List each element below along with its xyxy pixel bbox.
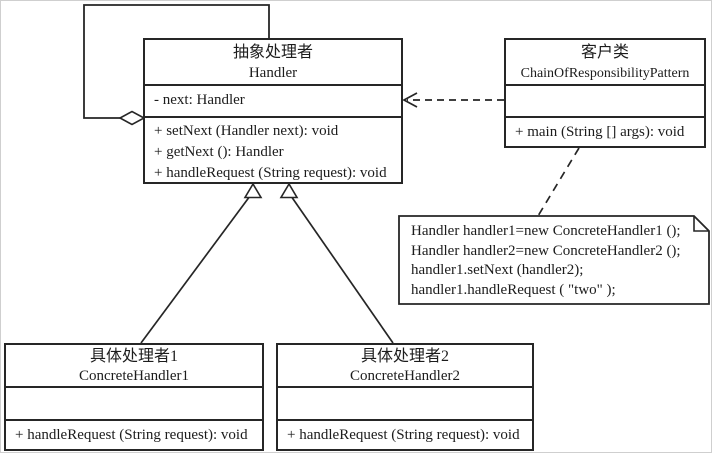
class-title-cn: 具体处理者1 <box>89 348 178 365</box>
uml-note-code: Handler handler1=new ConcreteHandler1 ()… <box>411 222 703 302</box>
attribute-next: - next: Handler <box>154 92 245 108</box>
attributes-section-concretehandler2 <box>278 388 532 421</box>
class-title-client: 客户类 ChainOfResponsibilityPattern <box>506 40 704 86</box>
class-title-cn: 客户类 <box>580 44 629 61</box>
generalization-triangle-icon-2 <box>279 182 299 199</box>
note-line-1: Handler handler1=new ConcreteHandler1 ()… <box>411 223 681 239</box>
class-title-en: ConcreteHandler2 <box>350 368 460 384</box>
generalization-line-1 <box>140 195 251 344</box>
class-box-concretehandler2: 具体处理者2 ConcreteHandler2 + handleRequest … <box>276 343 534 451</box>
note-line-4: handler1.handleRequest ( "two" ); <box>411 281 616 298</box>
note-line-3: handler1.setNext (handler2); <box>411 262 584 278</box>
note-anchor-dashed-line <box>537 147 580 217</box>
method-getnext: + getNext (): Handler <box>154 144 284 160</box>
method-handlerequest: + handleRequest (String request): void <box>15 427 248 443</box>
methods-section-handler: + setNext (Handler next): void + getNext… <box>145 118 401 182</box>
class-box-concretehandler1: 具体处理者1 ConcreteHandler1 + handleRequest … <box>4 343 264 451</box>
note-line-2: Handler handler2=new ConcreteHandler2 ()… <box>411 242 681 259</box>
class-title-en: Handler <box>248 65 298 81</box>
class-title-cn: 抽象处理者 <box>232 44 313 61</box>
aggregation-diamond-icon <box>118 110 146 126</box>
generalization-line-2 <box>290 195 394 344</box>
attributes-section-concretehandler1 <box>6 388 262 421</box>
method-main: + main (String [] args): void <box>515 124 685 140</box>
method-handlerequest: + handleRequest (String request): void <box>154 165 387 181</box>
self-association-line <box>83 4 270 119</box>
class-title-concretehandler2: 具体处理者2 ConcreteHandler2 <box>278 345 532 388</box>
attributes-section-client <box>506 86 704 118</box>
methods-section-concretehandler2: + handleRequest (String request): void <box>278 421 532 449</box>
class-box-handler: 抽象处理者 Handler - next: Handler + setNext … <box>143 38 403 184</box>
attributes-section-handler: - next: Handler <box>145 86 401 118</box>
generalization-triangle-icon-1 <box>243 182 263 199</box>
method-handlerequest: + handleRequest (String request): void <box>287 427 520 443</box>
class-title-handler: 抽象处理者 Handler <box>145 40 401 86</box>
method-setnext: + setNext (Handler next): void <box>154 123 339 139</box>
class-box-client: 客户类 ChainOfResponsibilityPattern + main … <box>504 38 706 148</box>
class-title-concretehandler1: 具体处理者1 ConcreteHandler1 <box>6 345 262 388</box>
open-arrowhead-icon <box>402 92 418 108</box>
methods-section-concretehandler1: + handleRequest (String request): void <box>6 421 262 449</box>
note-fold-corner-icon <box>693 216 709 232</box>
class-title-en: ConcreteHandler1 <box>79 368 189 384</box>
methods-section-client: + main (String [] args): void <box>506 118 704 146</box>
class-title-en: ChainOfResponsibilityPattern <box>520 66 690 81</box>
class-title-cn: 具体处理者2 <box>360 348 449 365</box>
note-shape <box>398 215 710 305</box>
